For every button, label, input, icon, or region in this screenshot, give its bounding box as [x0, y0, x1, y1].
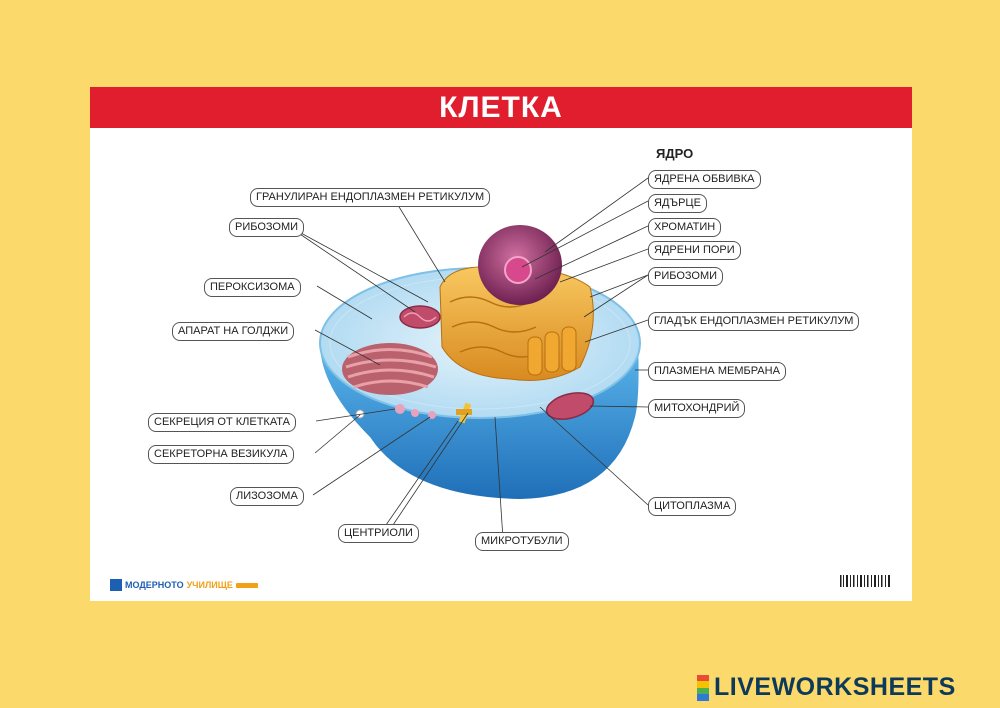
- endoplasmic-reticulum: [439, 266, 594, 381]
- liveworksheets-text: LIVEWORKSHEETS: [714, 673, 956, 701]
- label-cytoplasm: ЦИТОПЛАЗМА: [648, 497, 737, 516]
- liveworksheets-brand: LIVEWORKSHEETS: [697, 673, 956, 702]
- poster-title: КЛЕТКА: [439, 90, 563, 124]
- label-chromatin: ХРОМАТИН: [648, 218, 722, 237]
- label-mitochondrion: МИТОХОНДРИЙ: [648, 399, 746, 418]
- nucleus-header: ЯДРО: [656, 146, 694, 161]
- poster: КЛЕТКА: [90, 87, 912, 601]
- label-smooth-er: ГЛАДЪК ЕНДОПЛАЗМЕН РЕТИКУЛУМ: [648, 312, 860, 331]
- secretory-vesicle: [395, 404, 405, 414]
- label-secretory-vesicle: СЕКРЕТОРНА ВЕЗИКУЛА: [148, 445, 294, 464]
- cell-diagram: [287, 177, 892, 589]
- label-plasma-membrane: ПЛАЗМЕНА МЕМБРАНА: [648, 362, 786, 381]
- label-secretion: СЕКРЕЦИЯ ОТ КЛЕТКАТА: [148, 413, 296, 432]
- label-lysosome: ЛИЗОЗОМА: [230, 487, 304, 506]
- label-ribosomes-left: РИБОЗОМИ: [229, 218, 305, 237]
- logo-square-icon: [110, 579, 122, 591]
- label-golgi: АПАРАТ НА ГОЛДЖИ: [172, 322, 295, 341]
- label-granular-er: ГРАНУЛИРАН ЕНДОПЛАЗМЕН РЕТИКУЛУМ: [250, 188, 491, 207]
- logo-text-part1: МОДЕРНОТО: [125, 580, 184, 590]
- label-nuclear-envelope: ЯДРЕНА ОБВИВКА: [648, 170, 761, 189]
- mitochondrion-right: [545, 392, 595, 420]
- publisher-logo: МОДЕРНОТО УЧИЛИЩЕ: [110, 579, 258, 591]
- nucleus: [478, 225, 562, 305]
- label-centrioles: ЦЕНТРИОЛИ: [338, 524, 419, 543]
- liveworksheets-logo-icon: [697, 674, 709, 701]
- label-peroxisome: ПЕРОКСИЗОМА: [204, 278, 301, 297]
- title-bar: КЛЕТКА: [90, 87, 912, 128]
- leader-lines: [287, 177, 649, 540]
- label-ribosomes-right: РИБОЗОМИ: [648, 267, 724, 286]
- pencil-icon: [235, 582, 258, 588]
- logo-text-part2: УЧИЛИЩЕ: [186, 580, 233, 590]
- barcode: [840, 575, 892, 589]
- golgi-apparatus: [342, 343, 438, 395]
- label-microtubules: МИКРОТУБУЛИ: [475, 532, 569, 551]
- label-nuclear-pores: ЯДРЕНИ ПОРИ: [648, 241, 741, 260]
- label-nucleolus: ЯДЪРЦЕ: [648, 194, 707, 213]
